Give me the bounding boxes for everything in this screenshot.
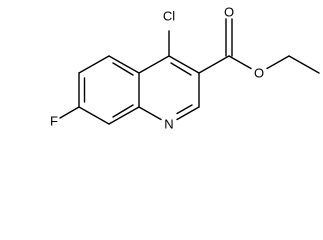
molecule-svg: Cl F N O O	[50, 5, 320, 132]
double-bond-inner	[170, 62, 192, 76]
bond	[288, 55, 320, 74]
bond	[78, 106, 110, 125]
bond	[168, 55, 200, 74]
atom-label-nitrogen: N	[164, 117, 173, 132]
bond	[78, 55, 110, 74]
bond-c-f	[59, 106, 80, 119]
atom-label-carbonyl-oxygen: O	[224, 5, 234, 20]
atom-label-fluorine: F	[50, 114, 58, 129]
bond	[198, 55, 230, 74]
bond	[108, 106, 140, 125]
substituents	[59, 18, 320, 119]
atom-label-chlorine: Cl	[163, 9, 175, 24]
double-bond-inner	[112, 62, 134, 76]
bond	[108, 55, 140, 74]
bond	[138, 55, 170, 74]
bond	[266, 55, 290, 70]
bond	[176, 106, 200, 121]
structure-diagram: Cl F N O O	[50, 5, 320, 132]
pyridine-ring	[138, 55, 200, 121]
bond	[228, 55, 252, 70]
atom-labels: Cl F N O O	[50, 5, 264, 132]
atom-label-ester-oxygen: O	[254, 66, 264, 81]
double-bond-inner	[176, 104, 193, 115]
benzene-ring	[78, 55, 140, 125]
double-bond-inner	[112, 104, 134, 118]
bond	[138, 106, 162, 121]
